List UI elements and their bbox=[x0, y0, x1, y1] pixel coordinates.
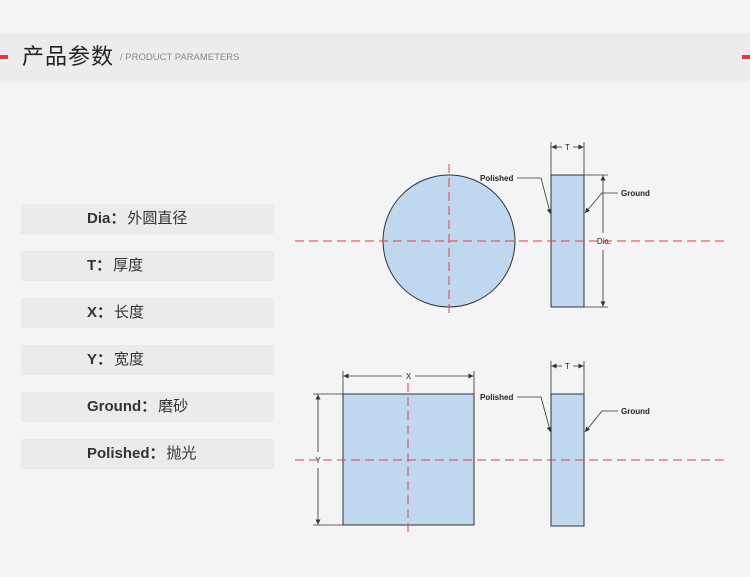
square-part-diagram: X Y T Polished Ground bbox=[295, 361, 724, 536]
square-thickness-dimension: T bbox=[550, 361, 585, 394]
leader-line bbox=[517, 396, 552, 433]
parameter-row-length: X：长度 bbox=[21, 298, 274, 328]
parameter-label: Dia： bbox=[87, 210, 126, 227]
header-band: 产品参数 / PRODUCT PARAMETERS bbox=[0, 33, 750, 81]
page-title: 产品参数 bbox=[22, 44, 115, 69]
square-ground-callout: Ground bbox=[584, 407, 650, 433]
parameter-row-dia: Dia：外圆直径 bbox=[21, 204, 274, 234]
polished-label: Polished bbox=[480, 393, 513, 402]
parameter-row-thickness: T：厚度 bbox=[21, 251, 274, 281]
round-part-diagram: T Dia. Polished Ground bbox=[295, 142, 724, 318]
ground-label: Ground bbox=[621, 189, 650, 198]
parameter-value: 抛光 bbox=[166, 445, 197, 462]
square-length-dimension: X bbox=[342, 371, 475, 394]
round-ground-callout: Ground bbox=[584, 189, 650, 214]
parameter-row-ground: Ground：磨砂 bbox=[21, 392, 274, 422]
parameter-label: T： bbox=[87, 257, 112, 274]
parameter-value: 宽度 bbox=[114, 351, 145, 368]
parameter-label: Polished： bbox=[87, 445, 165, 462]
length-label: X bbox=[406, 372, 412, 381]
thickness-label: T bbox=[565, 143, 570, 152]
parameter-label: Y： bbox=[87, 351, 113, 368]
parameter-row-width: Y：宽度 bbox=[21, 345, 274, 375]
parameter-row-polished: Polished：抛光 bbox=[21, 439, 274, 469]
parameter-value: 磨砂 bbox=[158, 398, 189, 415]
parameter-label: X： bbox=[87, 304, 113, 321]
parameter-label: Ground： bbox=[87, 398, 157, 415]
accent-bar-right bbox=[742, 55, 750, 59]
round-polished-callout: Polished bbox=[480, 174, 552, 215]
ground-label: Ground bbox=[621, 407, 650, 416]
square-polished-callout: Polished bbox=[480, 393, 552, 433]
parameter-value: 长度 bbox=[114, 304, 145, 321]
parameter-value: 外圆直径 bbox=[127, 210, 188, 227]
leader-line bbox=[584, 192, 618, 214]
leader-line bbox=[517, 177, 552, 215]
polished-label: Polished bbox=[480, 174, 513, 183]
parameter-value: 厚度 bbox=[113, 257, 144, 274]
leader-line bbox=[584, 410, 618, 433]
accent-bar-left bbox=[0, 55, 8, 59]
parameter-list: Dia：外圆直径 T：厚度 X：长度 Y：宽度 Ground：磨砂 Polish… bbox=[21, 204, 274, 469]
square-width-dimension: Y bbox=[313, 393, 343, 526]
page-subtitle: / PRODUCT PARAMETERS bbox=[120, 52, 240, 63]
thickness-label: T bbox=[565, 362, 570, 371]
width-label: Y bbox=[315, 456, 321, 465]
round-thickness-dimension: T bbox=[550, 142, 585, 175]
